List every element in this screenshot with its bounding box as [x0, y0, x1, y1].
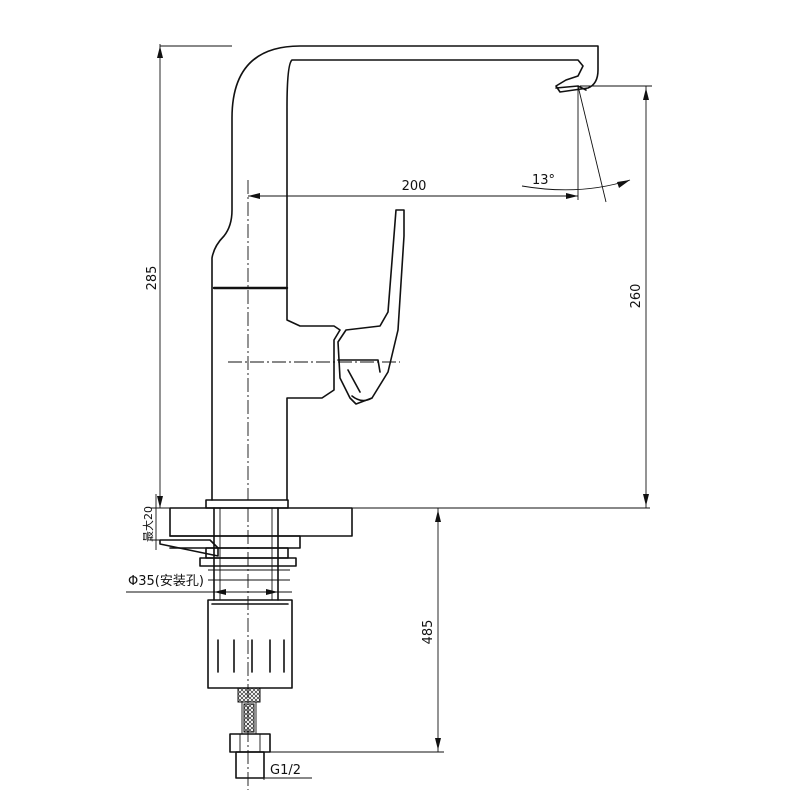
dimension-total-height: 285 [145, 44, 232, 508]
dim-phi35-label: Φ35(安装孔) [128, 574, 204, 589]
dimension-max-deck: 最大20 [141, 494, 170, 550]
dim-485-label: 485 [421, 620, 436, 645]
dimension-spout-reach: 200 [248, 179, 578, 199]
angle-13-label: 13° [532, 173, 555, 188]
angle-annotation: 13° [521, 85, 631, 203]
dim-max20-label: 最大20 [141, 506, 155, 542]
dim-200-label: 200 [402, 179, 427, 194]
mounting-base [159, 499, 650, 779]
dim-285-label: 285 [145, 266, 160, 291]
thread-g12-label: G1/2 [270, 763, 301, 778]
dimension-below-deck: 485 [270, 508, 444, 753]
dimension-thread: G1/2 [263, 760, 312, 780]
center-lines [228, 180, 400, 790]
faucet-body [211, 45, 599, 501]
dimension-hole-diameter: Φ35(安装孔) [126, 574, 292, 595]
dim-260-label: 260 [629, 284, 644, 309]
lever-handle [337, 209, 405, 405]
dimension-spout-height: 260 [580, 85, 652, 508]
